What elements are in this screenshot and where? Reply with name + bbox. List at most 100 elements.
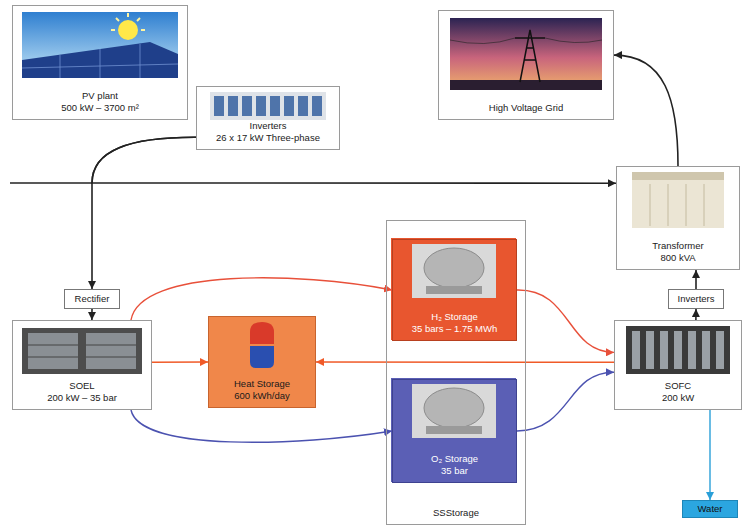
soel-photo-part — [86, 333, 136, 369]
node-label: 200 kW — [662, 392, 694, 404]
inverters-photo-part — [242, 96, 252, 116]
node-label: 800 kVA — [660, 252, 695, 264]
inverters-photo — [210, 92, 326, 120]
sofc-photo-part — [626, 326, 730, 374]
connector — [92, 137, 196, 289]
box-fills-part — [391, 238, 516, 340]
connector — [614, 55, 678, 166]
connector — [316, 361, 614, 363]
h2-tank-photo-part — [426, 286, 482, 294]
o2-tank-photo-part — [412, 384, 496, 438]
node-label: SOFC — [665, 380, 691, 392]
inverters-photo-part — [228, 96, 238, 116]
photo-box: Inverters26 x 17 kW Three-phase — [196, 86, 340, 150]
pv-photo-part-part — [127, 13, 129, 17]
o2-tank-photo-part — [426, 426, 482, 434]
inverters-photo-part — [256, 96, 266, 116]
photo-box: SOEL200 kW – 35 bar — [12, 320, 152, 410]
pv-photo-part-part — [116, 18, 119, 21]
connector — [152, 361, 208, 363]
connector — [517, 372, 614, 431]
node-label: 35 bar — [441, 465, 468, 477]
node-label: 500 kW – 3700 m² — [61, 102, 139, 114]
heat-tank-icon-part — [250, 322, 274, 344]
sofc-photo-part-part — [716, 331, 724, 369]
transformer-photo-part-part — [686, 184, 687, 226]
soel-photo-part — [28, 333, 78, 369]
sofc-photo-part-part — [660, 331, 668, 369]
box-fills — [208, 238, 738, 518]
node-label: Inverters — [678, 293, 715, 305]
connector — [131, 278, 392, 320]
transformer-photo-part — [650, 184, 704, 226]
photo-box: High Voltage Grid — [438, 10, 614, 120]
pv-photo-part — [22, 12, 178, 78]
group-box: SSStorageH₂ Storage35 bars – 1.75 MWhO₂ … — [386, 220, 526, 525]
soel-photo-part — [22, 328, 142, 374]
node-label: Transformer — [652, 240, 703, 252]
connector — [131, 410, 392, 442]
pv-photo-part — [111, 13, 145, 30]
sofc-photo-part — [632, 331, 724, 369]
pv-photo-part-part — [141, 29, 145, 31]
box-fills-part — [391, 378, 516, 482]
transformer-photo-part — [632, 172, 724, 180]
photo-box: PV plant500 kW – 3700 m² — [12, 5, 188, 120]
h2-tank-photo — [412, 244, 496, 298]
inverters-photo-part — [298, 96, 308, 116]
connector — [695, 270, 697, 289]
storage-box: O₂ Storage35 bar — [392, 379, 517, 483]
node-label: 35 bars – 1.75 MWh — [412, 323, 498, 335]
pv-photo-part-part — [111, 29, 115, 31]
o2-tank-photo-part — [424, 388, 484, 428]
node-label: Rectifier — [75, 293, 110, 305]
heat-tank-icon-part — [250, 346, 274, 368]
pv-photo-part-part — [60, 55, 61, 78]
h2-tank-photo-part — [412, 244, 496, 298]
node-label: 600 kWh/day — [234, 390, 289, 402]
soel-photo-part-part — [28, 357, 78, 358]
inverters-photo-part — [214, 96, 224, 116]
output-box: Water — [682, 500, 738, 518]
sofc-photo-part-part — [688, 331, 696, 369]
node-label: SOEL — [69, 380, 94, 392]
box-fills-part — [208, 316, 316, 408]
process-box: Inverters — [668, 289, 724, 309]
connector — [91, 309, 93, 320]
node-label: Heat Storage — [234, 378, 290, 390]
pv-photo-part — [22, 44, 178, 78]
node-label: High Voltage Grid — [489, 102, 563, 114]
pv-photo-part — [118, 20, 138, 40]
transformer-photo-part — [632, 172, 724, 228]
node-label: 200 kW – 35 bar — [47, 392, 117, 404]
node-label: O₂ Storage — [431, 453, 478, 465]
storage-box: Heat Storage600 kWh/day — [208, 316, 316, 408]
node-label: SSStorage — [433, 507, 479, 519]
grid-photo — [450, 18, 602, 90]
node-label: PV plant — [82, 90, 118, 102]
sofc-photo — [626, 326, 730, 374]
pv-photo — [22, 12, 178, 78]
soel-photo — [22, 328, 142, 374]
soel-photo-part — [28, 345, 136, 357]
bus-wire — [10, 182, 92, 184]
node-label: Water — [698, 503, 723, 515]
soel-photo-part-part — [86, 345, 136, 346]
grid-photo-part-part — [450, 38, 602, 44]
pv-photo-part — [22, 42, 178, 78]
sofc-photo-part-part — [646, 331, 654, 369]
photo-box: SOFC200 kW — [614, 320, 742, 410]
node-label: Inverters — [250, 120, 287, 132]
h2-tank-photo-part — [424, 248, 484, 288]
inverters-photo-part — [270, 96, 280, 116]
connector — [517, 290, 614, 352]
grid-photo-part-part — [515, 30, 545, 82]
inverters-photo-part — [284, 96, 294, 116]
sofc-photo-part-part — [632, 331, 640, 369]
box-fills-part — [682, 500, 738, 518]
photo-box: Transformer800 kVA — [616, 166, 740, 270]
transformer-photo-part-part — [704, 184, 705, 226]
sofc-photo-part-part — [702, 331, 710, 369]
transformer-photo — [632, 172, 724, 228]
